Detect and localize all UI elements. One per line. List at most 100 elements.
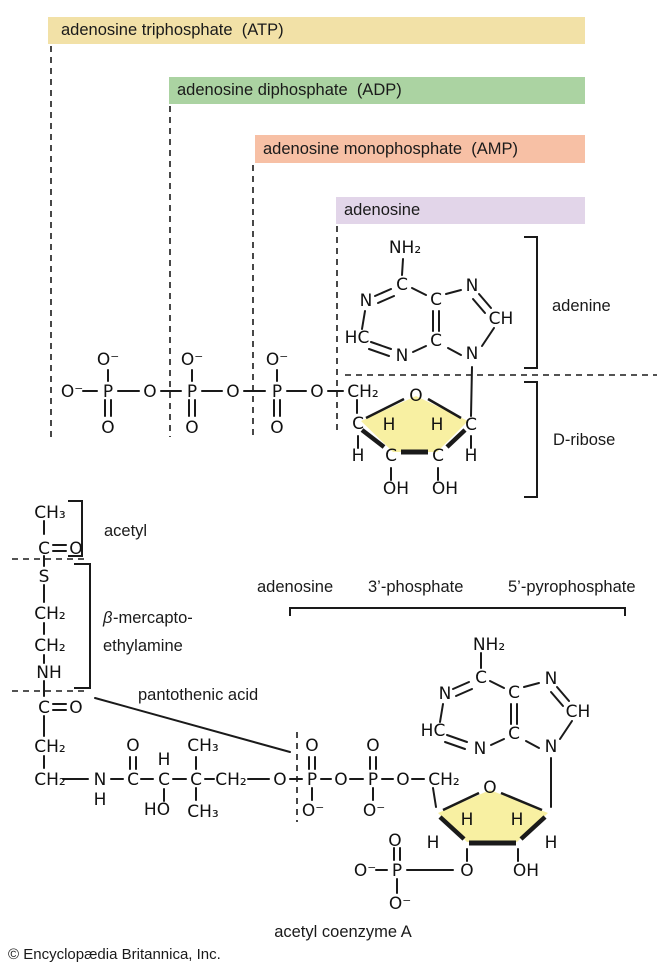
atom-label: O xyxy=(126,736,139,756)
atom-label: NH₂ xyxy=(473,635,505,655)
atom-label: H xyxy=(94,790,107,810)
pyrophosphate5-section-label: 5’-pyrophosphate xyxy=(508,578,636,596)
atp-label-bar: adenosine triphosphate (ATP) xyxy=(48,17,585,44)
atom-label: C xyxy=(508,683,520,703)
atom-label: OH xyxy=(432,479,458,499)
atom-label: HO xyxy=(144,800,170,820)
atom-label: C xyxy=(430,331,442,351)
atom-label: O⁻ xyxy=(354,861,376,881)
adenine-label: adenine xyxy=(552,297,611,315)
atom-label: H xyxy=(158,750,171,770)
atom-label: CH xyxy=(489,309,514,329)
atom-label: O xyxy=(305,736,318,756)
atom-label: O xyxy=(226,382,239,402)
atom-label: O xyxy=(396,770,409,790)
atom-label: O xyxy=(185,418,198,438)
atom-label: N xyxy=(360,291,373,311)
atom-label: NH₂ xyxy=(389,238,421,258)
atom-label: CH₂ xyxy=(34,636,65,656)
ribose-ring-fill-coa xyxy=(438,790,548,842)
atom-label: CH₃ xyxy=(187,736,218,756)
atom-label: P xyxy=(272,382,282,402)
atom-label: O xyxy=(483,778,496,798)
boundary-dashed-lines xyxy=(12,46,657,822)
atom-label: C xyxy=(352,414,364,434)
atom-label: H xyxy=(511,810,524,830)
atom-label: CH₂ xyxy=(428,770,459,790)
adp-label-bar: adenosine diphosphate (ADP) xyxy=(169,77,585,104)
atom-label: CH₂ xyxy=(34,737,65,757)
atom-label: H xyxy=(545,833,558,853)
atom-label: N xyxy=(474,739,487,759)
atom-label: O xyxy=(143,382,156,402)
atom-label: O xyxy=(334,770,347,790)
atom-label: HC xyxy=(421,721,446,741)
atom-label: C xyxy=(432,446,444,466)
atom-label: O⁻ xyxy=(181,350,203,370)
atom-label: C xyxy=(127,770,139,790)
atom-label: O xyxy=(270,418,283,438)
atom-label: P xyxy=(187,382,197,402)
atom-label: N xyxy=(466,344,479,364)
atom-label: O⁻ xyxy=(302,801,324,821)
atom-label: H xyxy=(427,833,440,853)
atom-label: S xyxy=(39,567,50,587)
atom-label: N xyxy=(545,669,558,689)
d-ribose-label: D-ribose xyxy=(553,431,615,449)
atom-label: P xyxy=(392,861,402,881)
atom-label: CH₃ xyxy=(34,503,65,523)
atom-label: O xyxy=(69,539,82,559)
atom-label: N xyxy=(466,276,479,296)
atom-label: CH₂ xyxy=(347,382,378,402)
atom-label: C xyxy=(158,770,170,790)
copyright-credit: © Encyclopædia Britannica, Inc. xyxy=(8,946,221,963)
atom-label: O⁻ xyxy=(266,350,288,370)
atom-label: N xyxy=(439,684,452,704)
adenosine-label-bar: adenosine xyxy=(336,197,585,224)
atom-label: C xyxy=(475,668,487,688)
coa-bonds xyxy=(43,520,573,894)
structure-caption: acetyl coenzyme A xyxy=(274,923,412,941)
acetyl-label: acetyl xyxy=(104,522,147,540)
atom-label: OH xyxy=(383,479,409,499)
mercapto-bracket xyxy=(74,563,91,689)
atom-label: N xyxy=(396,346,409,366)
atom-label: P xyxy=(103,382,113,402)
atom-label: H xyxy=(383,415,396,435)
atom-label: C xyxy=(508,724,520,744)
atom-label: C xyxy=(430,290,442,310)
d-ribose-bracket xyxy=(524,381,538,498)
mercapto-label: -mercapto- xyxy=(113,609,193,627)
atom-label: O xyxy=(388,831,401,851)
beta-symbol: β xyxy=(102,609,113,627)
ribose-ring-edges xyxy=(360,397,547,846)
atom-label: O xyxy=(69,698,82,718)
atom-label: O xyxy=(366,736,379,756)
atom-label: C xyxy=(465,415,477,435)
atom-label: CH₂ xyxy=(34,604,65,624)
atp-bonds xyxy=(82,258,495,481)
atom-label: CH xyxy=(566,702,591,722)
ethylamine-label: ethylamine xyxy=(103,637,183,655)
atom-label: P xyxy=(368,770,378,790)
atom-label: H xyxy=(461,810,474,830)
ribose-ring-fill-atp xyxy=(361,396,468,452)
atom-label: O xyxy=(273,770,286,790)
atom-label: C xyxy=(385,446,397,466)
phosphate3-section-label: 3’-phosphate xyxy=(368,578,463,596)
brackets xyxy=(68,236,626,689)
adenosine-section-label: adenosine xyxy=(257,578,333,596)
atom-label: C xyxy=(190,770,202,790)
atom-label: C xyxy=(38,539,50,559)
atom-label: CH₂ xyxy=(215,770,246,790)
atom-label: OH xyxy=(513,861,539,881)
atom-label: O⁻ xyxy=(363,801,385,821)
atom-label: O xyxy=(101,418,114,438)
atom-label: O xyxy=(310,382,323,402)
atom-label: HC xyxy=(345,328,370,348)
atom-label: N xyxy=(94,770,107,790)
